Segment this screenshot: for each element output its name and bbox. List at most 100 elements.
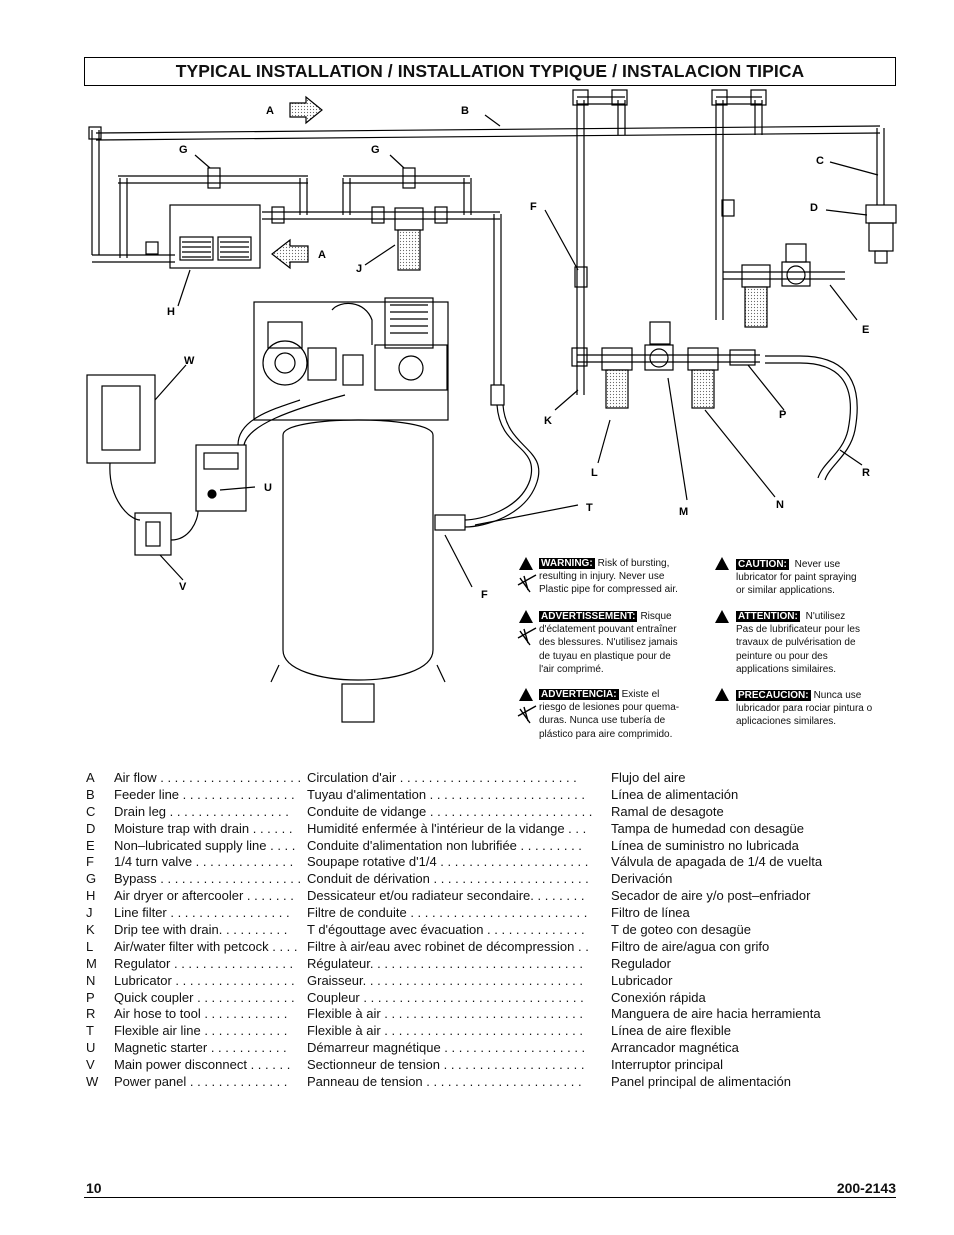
legend-row: G Bypass . . . . . . . . . . . . . . . . …: [86, 871, 901, 888]
label-p: P: [779, 409, 786, 421]
page-title-box: TYPICAL INSTALLATION / INSTALLATION TYPI…: [84, 57, 896, 86]
legend-es: Línea de alimentación: [611, 786, 739, 802]
legend-fr: Conduite de vidange . . . . . . . . . . …: [307, 803, 593, 819]
legend-es: Filtro de línea: [611, 905, 690, 921]
label-w: W: [184, 355, 195, 367]
burst-hand-icon: [517, 705, 537, 724]
label-t: T: [586, 502, 593, 514]
caution-triangle-icon: [715, 688, 729, 701]
legend-key: C: [86, 803, 96, 819]
caution-es: PRECAUCION:Nunca use lubricador para roc…: [736, 690, 873, 728]
legend-es: Derivación: [611, 871, 673, 887]
label-m: M: [679, 506, 688, 518]
page-title: TYPICAL INSTALLATION / INSTALLATION TYPI…: [175, 61, 805, 81]
legend-row: C Drain leg . . . . . . . . . . . . . . .…: [86, 804, 901, 821]
warning-es: ADVERTENCIA:Existe el riesgo de lesiones…: [539, 689, 680, 740]
legend-key: V: [86, 1057, 95, 1073]
legend-row: N Lubricator . . . . . . . . . . . . . . …: [86, 973, 901, 990]
legend-key: U: [86, 1040, 96, 1056]
installation-diagram: A A B C D E F F G G H J K L M N P R T U …: [86, 89, 897, 724]
legend-en: Bypass . . . . . . . . . . . . . . . . .…: [114, 871, 302, 887]
legend-es: Lubricador: [611, 972, 673, 988]
legend-en: Main power disconnect . . . . . .: [114, 1057, 291, 1073]
legend-en: Air flow . . . . . . . . . . . . . . . .…: [114, 770, 302, 785]
legend-fr: Conduite d'alimentation non lubrifiée . …: [307, 837, 582, 853]
footer-rule: [84, 1197, 896, 1198]
legend-fr: Flexible à air . . . . . . . . . . . . .…: [307, 1023, 583, 1039]
legend-en: Feeder line . . . . . . . . . . . . . . …: [114, 786, 295, 802]
legend-fr: Dessicateur et/ou radiateur secondaire. …: [307, 888, 585, 904]
legend-fr: Démarreur magnétique . . . . . . . . . .…: [307, 1040, 586, 1056]
legend-en: Regulator . . . . . . . . . . . . . . . …: [114, 955, 294, 971]
legend-key: A: [86, 770, 95, 785]
warning-fr: ADVERTISSEMENT:Risque d'éclatement pouva…: [539, 611, 678, 675]
legend-key: N: [86, 972, 96, 988]
caution-fr: ATTENTION: N'utilisez Pas de lubrificate…: [736, 611, 860, 675]
label-f-bottom: F: [481, 589, 488, 601]
legend-key: R: [86, 1006, 96, 1022]
legend-row: M Regulator . . . . . . . . . . . . . . .…: [86, 956, 901, 973]
legend-row: V Main power disconnect . . . . . . Sectio…: [86, 1057, 901, 1074]
legend-fr: Soupape rotative d'1/4 . . . . . . . . .…: [307, 854, 589, 870]
legend-es: Línea de aire flexible: [611, 1023, 731, 1039]
legend-es: Manguera de aire hacia herramienta: [611, 1006, 821, 1022]
legend-en: Non–lubricated supply line . . . .: [114, 837, 296, 853]
caution-en: CAUTION: Never use lubricator for paint …: [736, 559, 857, 597]
legend-fr: Sectionneur de tension . . . . . . . . .…: [307, 1057, 585, 1073]
legend-table: A Air flow . . . . . . . . . . . . . . . …: [86, 770, 901, 1091]
warning-triangle-icon: [519, 688, 533, 701]
legend-en: Drain leg . . . . . . . . . . . . . . . …: [114, 803, 289, 819]
caution-triangle-icon: [715, 557, 729, 570]
legend-es: Conexión rápida: [611, 989, 706, 1005]
legend-es: Arrancador magnética: [611, 1040, 739, 1056]
label-g-left: G: [179, 144, 188, 156]
legend-es: Flujo del aire: [611, 770, 686, 785]
legend-key: E: [86, 837, 95, 853]
legend-key: G: [86, 871, 97, 887]
legend-fr: Panneau de tension . . . . . . . . . . .…: [307, 1074, 582, 1090]
legend-en: Line filter . . . . . . . . . . . . . . …: [114, 905, 290, 921]
label-n: N: [776, 499, 784, 511]
legend-key: J: [86, 905, 93, 921]
legend-en: Quick coupler . . . . . . . . . . . . . …: [114, 989, 295, 1005]
legend-es: Panel principal de alimentación: [611, 1074, 791, 1090]
label-e: E: [862, 324, 869, 336]
legend-fr: Tuyau d'alimentation . . . . . . . . . .…: [307, 786, 585, 802]
page-number: 10: [86, 1180, 102, 1196]
warning-en: WARNING:Risk of bursting, resulting in i…: [539, 558, 678, 596]
legend-key: K: [86, 922, 95, 938]
legend-key: T: [86, 1023, 94, 1039]
legend-es: Tampa de humedad con desagüe: [611, 820, 804, 836]
label-c: C: [816, 155, 824, 167]
legend-en: Moisture trap with drain . . . . . .: [114, 820, 293, 836]
legend-fr: Flexible à air . . . . . . . . . . . . .…: [307, 1006, 583, 1022]
legend-es: Regulador: [611, 955, 671, 971]
label-b: B: [461, 105, 469, 117]
legend-en: Lubricator . . . . . . . . . . . . . . .…: [114, 972, 295, 988]
legend-key: M: [86, 955, 97, 971]
legend-row: J Line filter . . . . . . . . . . . . . .…: [86, 905, 901, 922]
legend-es: Línea de suministro no lubricada: [611, 837, 799, 853]
burst-hand-icon: [517, 574, 537, 593]
legend-fr: Humidité enfermée à l'intérieur de la vi…: [307, 820, 587, 836]
legend-en: 1/4 turn valve . . . . . . . . . . . . .…: [114, 854, 294, 870]
document-number: 200-2143: [836, 1180, 896, 1196]
label-a-top: A: [266, 105, 274, 117]
legend-fr: Filtre à air/eau avec robinet de décompr…: [307, 938, 589, 954]
legend-key: H: [86, 888, 96, 904]
label-f-top: F: [530, 201, 537, 213]
legend-en: Power panel . . . . . . . . . . . . . .: [114, 1074, 288, 1090]
legend-es: Filtro de aire/agua con grifo: [611, 938, 770, 954]
legend-fr: Régulateur. . . . . . . . . . . . . . . …: [307, 955, 583, 971]
warning-triangle-icon: [519, 610, 533, 623]
legend-fr: Filtre de conduite . . . . . . . . . . .…: [307, 905, 588, 921]
legend-row: E Non–lubricated supply line . . . . Condu…: [86, 838, 901, 855]
label-r: R: [862, 467, 870, 479]
